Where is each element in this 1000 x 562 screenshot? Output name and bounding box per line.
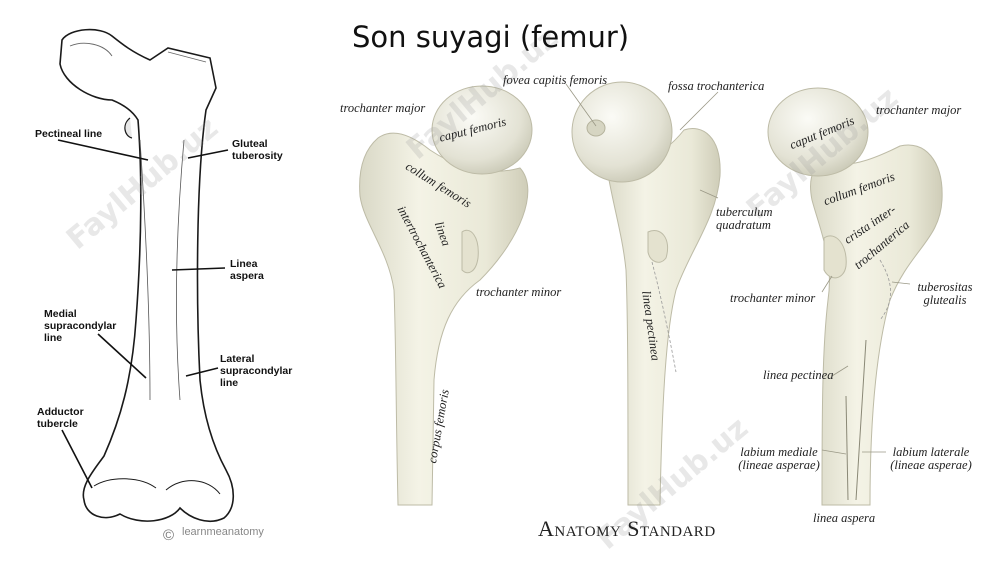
label-labium-mediale: labium mediale (lineae asperae) bbox=[738, 445, 820, 472]
right-leader-lines bbox=[565, 83, 911, 455]
label-adductor-tubercle: Adductor tubercle bbox=[37, 406, 84, 430]
image-credit: learnmeanatomy bbox=[182, 526, 264, 538]
label-pectineal-line: Pectineal line bbox=[35, 128, 103, 140]
label-fossa-trochanterica: fossa trochanterica bbox=[668, 79, 765, 93]
label-tuberculum-quadratum: tuberculum quadratum bbox=[716, 205, 773, 232]
left-femur-sketch bbox=[59, 28, 235, 523]
brand-anatomy-standard: Anatomy Standard bbox=[538, 516, 716, 541]
label-medial-supracondylar: Medial supracondylar line bbox=[44, 308, 117, 344]
label-trochanter-major: trochanter major bbox=[340, 101, 426, 115]
slide-title: Son suyagi (femur) bbox=[352, 20, 630, 54]
label-linea-aspera: Linea aspera bbox=[230, 258, 264, 282]
label-gluteal-tuberosity: Gluteal tuberosity bbox=[232, 138, 283, 162]
label-trochanter-minor-right: trochanter minor bbox=[730, 291, 816, 305]
label-linea-aspera-right: linea aspera bbox=[813, 511, 876, 525]
label-linea-pectinea-right: linea pectinea bbox=[763, 368, 834, 382]
center-femur-posterior bbox=[571, 81, 721, 506]
label-fovea-capitis: fovea capitis femoris bbox=[503, 73, 608, 87]
right-femur-posterior bbox=[767, 87, 943, 506]
copyright-icon: © bbox=[163, 527, 175, 544]
left-leader-lines bbox=[57, 139, 229, 489]
label-labium-laterale: labium laterale (lineae asperae) bbox=[890, 445, 972, 472]
label-lateral-supracondylar: Lateral supracondylar line bbox=[220, 353, 293, 389]
label-tuberositas-glutealis: tuberositas glutealis bbox=[917, 280, 973, 307]
middle-femur-anterior bbox=[359, 85, 533, 506]
label-trochanter-major-right: trochanter major bbox=[876, 103, 962, 117]
label-trochanter-minor: trochanter minor bbox=[476, 285, 562, 299]
